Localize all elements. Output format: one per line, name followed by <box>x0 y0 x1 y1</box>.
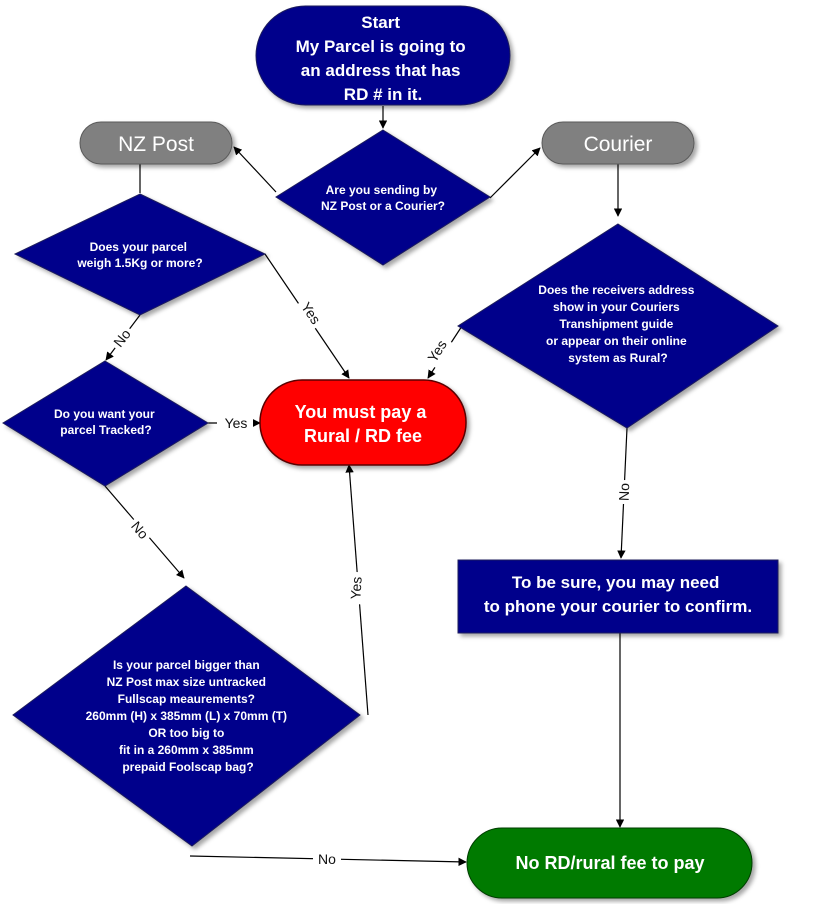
node-no-fee: No RD/rural fee to pay <box>466 827 753 899</box>
node-size: Is your parcel bigger than NZ Post max s… <box>12 585 361 847</box>
node-nzpost-text: NZ Post <box>118 133 194 156</box>
node-start-shape <box>255 5 511 106</box>
node-rural-check-text: Does the receivers address show in your … <box>538 283 697 365</box>
node-weight-text: Does your parcel weigh 1.5Kg or more? <box>76 240 202 270</box>
node-phone-courier: To be sure, you may need to phone your c… <box>457 559 779 634</box>
node-tracked-shape <box>2 360 209 487</box>
node-nzpost-shape <box>79 121 233 165</box>
node-phone-courier-shape <box>457 559 779 634</box>
node-size-shape <box>12 585 361 847</box>
node-tracked: Do you want your parcel Tracked? <box>2 360 209 487</box>
node-phone-courier-text: To be sure, you may need to phone your c… <box>484 573 752 616</box>
label-tracked-yes: Yes <box>225 415 248 431</box>
node-must-pay: You must pay a Rural / RD fee <box>259 379 467 466</box>
node-send-method-text: Are you sending by NZ Post or a Courier? <box>321 183 445 213</box>
label-size-yes: Yes <box>347 576 365 600</box>
node-courier-text: Courier <box>584 133 653 156</box>
node-tracked-text: Do you want your parcel Tracked? <box>54 407 158 437</box>
node-courier-shape <box>541 121 695 165</box>
node-start-text: Start My Parcel is going to an address t… <box>296 13 471 104</box>
node-weight-shape <box>13 193 267 316</box>
label-size-no: No <box>318 851 336 867</box>
node-rural-check: Does the receivers address show in your … <box>457 223 779 429</box>
label-rural-no: No <box>616 483 633 502</box>
node-size-text: Is your parcel bigger than NZ Post max s… <box>86 658 291 774</box>
node-weight: Does your parcel weigh 1.5Kg or more? <box>13 193 267 316</box>
node-must-pay-shape <box>259 379 467 466</box>
node-no-fee-shape <box>466 827 753 899</box>
edge-send-method-to-courier <box>489 147 541 199</box>
node-courier: Courier <box>541 121 695 165</box>
node-must-pay-text: You must pay a Rural / RD fee <box>295 402 432 446</box>
node-nzpost: NZ Post <box>79 121 233 165</box>
node-start: Start My Parcel is going to an address t… <box>255 5 511 106</box>
node-no-fee-text: No RD/rural fee to pay <box>515 853 704 873</box>
node-send-method: Are you sending by NZ Post or a Courier? <box>275 129 491 266</box>
node-rural-check-shape <box>457 223 779 429</box>
edge-send-method-to-nzpost <box>233 146 277 193</box>
node-send-method-shape <box>275 129 491 266</box>
